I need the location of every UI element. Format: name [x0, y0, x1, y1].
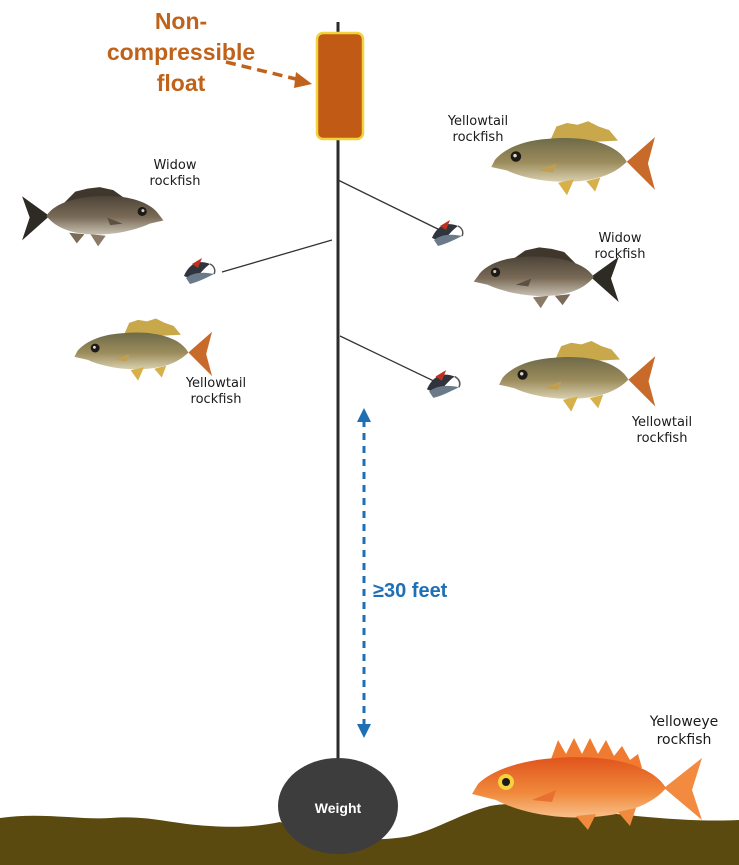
leader-line [338, 180, 448, 234]
float-label-line: float [96, 68, 266, 99]
fly-lure-icon [432, 220, 463, 246]
leader-line [222, 240, 332, 272]
float-label-line: compressible [96, 37, 266, 68]
fish-label-line: Widow [130, 158, 220, 174]
fish-label-widow-left: Widow rockfish [130, 158, 220, 191]
fish-label-line: rockfish [430, 130, 526, 146]
yellowtail-rockfish-bottom-right [499, 341, 655, 412]
fly-lure-icon [427, 370, 460, 398]
widow-rockfish-left [22, 187, 163, 246]
depth-label: ≥30 feet [373, 580, 447, 603]
fish-label-line: rockfish [130, 174, 220, 190]
float-icon [317, 33, 363, 139]
fish-label-line: Widow [578, 231, 662, 247]
fish-label-line: Yellowtail [430, 114, 526, 130]
fish-label-line: rockfish [614, 431, 710, 447]
fish-label-line: rockfish [630, 732, 738, 750]
fish-label-widow-right: Widow rockfish [578, 231, 662, 264]
fish-label-yellowtail-top-right: Yellowtail rockfish [430, 114, 526, 147]
fish-label-yellowtail-bottom-right: Yellowtail rockfish [614, 415, 710, 448]
double-arrow-icon [357, 408, 371, 738]
fish-label-yelloweye-bottom: Yelloweye rockfish [630, 714, 738, 749]
float-label: Non- compressible float [96, 6, 266, 98]
fish-label-line: Yelloweye [630, 714, 738, 732]
float-label-line: Non- [96, 6, 266, 37]
leader-line [340, 336, 440, 384]
yellowtail-rockfish-left [74, 318, 212, 380]
fish-label-yellowtail-left: Yellowtail rockfish [168, 376, 264, 409]
fish-label-line: rockfish [168, 392, 264, 408]
weight-label: Weight [280, 800, 396, 816]
fly-lure-icon [184, 258, 215, 284]
fish-label-line: rockfish [578, 247, 662, 263]
fish-label-line: Yellowtail [614, 415, 710, 431]
fish-label-line: Yellowtail [168, 376, 264, 392]
